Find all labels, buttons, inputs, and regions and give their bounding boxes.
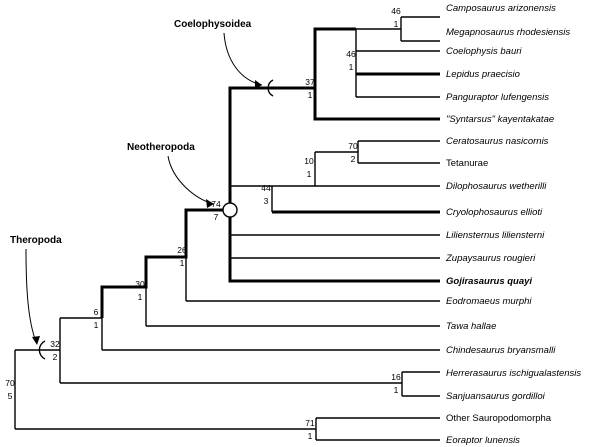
neotheropoda-arrow-head <box>206 199 214 208</box>
node-support-value: 10 <box>304 156 314 166</box>
node-bremer-value: 1 <box>138 292 143 302</box>
clade-annotations: Coelophysoidea Neotheropoda Theropoda <box>10 19 263 345</box>
node-markers <box>38 79 274 360</box>
neotheropoda-label: Neotheropoda <box>127 142 195 153</box>
taxon-label: Eoraptor lunensis <box>446 435 520 446</box>
node-support-value: 16 <box>391 372 401 382</box>
taxon-label: Camposaurus arizonensis <box>446 3 556 14</box>
thin-branches <box>14 16 440 441</box>
taxon-label: Chindesaurus bryansmalli <box>446 345 556 356</box>
taxon-label: Tawa hallae <box>446 321 496 332</box>
node-support-value: 6 <box>94 307 99 317</box>
neotheropoda-arrow <box>167 155 215 205</box>
node-support-value: 46 <box>346 49 356 59</box>
taxon-label: Ceratosaurus nasicornis <box>446 136 549 147</box>
node-bremer-value: 1 <box>180 258 185 268</box>
node-support-value: 46 <box>391 6 401 16</box>
node-bremer-value: 7 <box>214 212 219 222</box>
taxon-label: Tetanurae <box>446 158 488 169</box>
taxon-label: Liliensternus liliensterni <box>446 230 545 241</box>
thick-branches <box>100 27 440 318</box>
node-bremer-value: 5 <box>8 391 13 401</box>
node-bremer-value: 1 <box>307 169 312 179</box>
node-bremer-value: 1 <box>349 62 354 72</box>
coelophysoidea-arrow-head <box>255 80 262 89</box>
taxon-label: "Syntarsus" kayentakatae <box>446 114 554 125</box>
node-bremer-value: 1 <box>308 90 313 100</box>
theropoda-label: Theropoda <box>10 235 62 246</box>
node-bremer-value: 1 <box>394 385 399 395</box>
node-support-value: 70 <box>5 378 15 388</box>
theropoda-arrow <box>25 248 37 343</box>
taxon-label: Lepidus praecisio <box>446 69 520 80</box>
taxon-label: Herrerasaurus ischigualastensis <box>446 368 581 379</box>
node-bremer-value: 2 <box>53 352 58 362</box>
coelophysoidea-stem-marker <box>267 79 274 97</box>
node-bremer-value: 1 <box>308 431 313 441</box>
node-support-value: 71 <box>305 418 315 428</box>
theropoda-arrow-head <box>32 336 40 345</box>
taxon-label: Panguraptor lufengensis <box>446 92 549 103</box>
node-support-value: 26 <box>177 245 187 255</box>
taxon-label: Coelophysis bauri <box>446 46 522 57</box>
node-support-value: 37 <box>305 77 315 87</box>
node-bremer-value: 2 <box>351 154 356 164</box>
taxon-label: Megapnosaurus rhodesiensis <box>446 27 570 38</box>
taxon-label: Eodromaeus murphi <box>446 296 532 307</box>
coelophysoidea-arrow <box>223 32 263 86</box>
taxon-label: Cryolophosaurus ellioti <box>446 207 543 218</box>
node-support-value: 44 <box>261 183 271 193</box>
node-support-value: 74 <box>211 199 221 209</box>
taxon-label: Other Sauropodomorpha <box>446 413 552 424</box>
node-support-value: 32 <box>50 339 60 349</box>
neotheropoda-node-marker <box>222 202 238 218</box>
taxon-label: Gojirasaurus quayi <box>446 276 532 287</box>
node-bremer-value: 1 <box>394 19 399 29</box>
taxon-label: Sanjuansaurus gordilloi <box>446 391 546 402</box>
node-bremer-value: 1 <box>94 320 99 330</box>
node-support-value: 30 <box>135 279 145 289</box>
node-support-value: 70 <box>348 141 358 151</box>
theropoda-stem-marker <box>38 340 46 360</box>
node-values: 4614613717021014437472613016132216170571… <box>5 6 401 441</box>
node-bremer-value: 3 <box>264 196 269 206</box>
coelophysoidea-label: Coelophysoidea <box>174 19 252 30</box>
taxon-label: Zupaysaurus rougieri <box>445 253 536 264</box>
taxon-label: Dilophosaurus wetherilli <box>446 181 547 192</box>
